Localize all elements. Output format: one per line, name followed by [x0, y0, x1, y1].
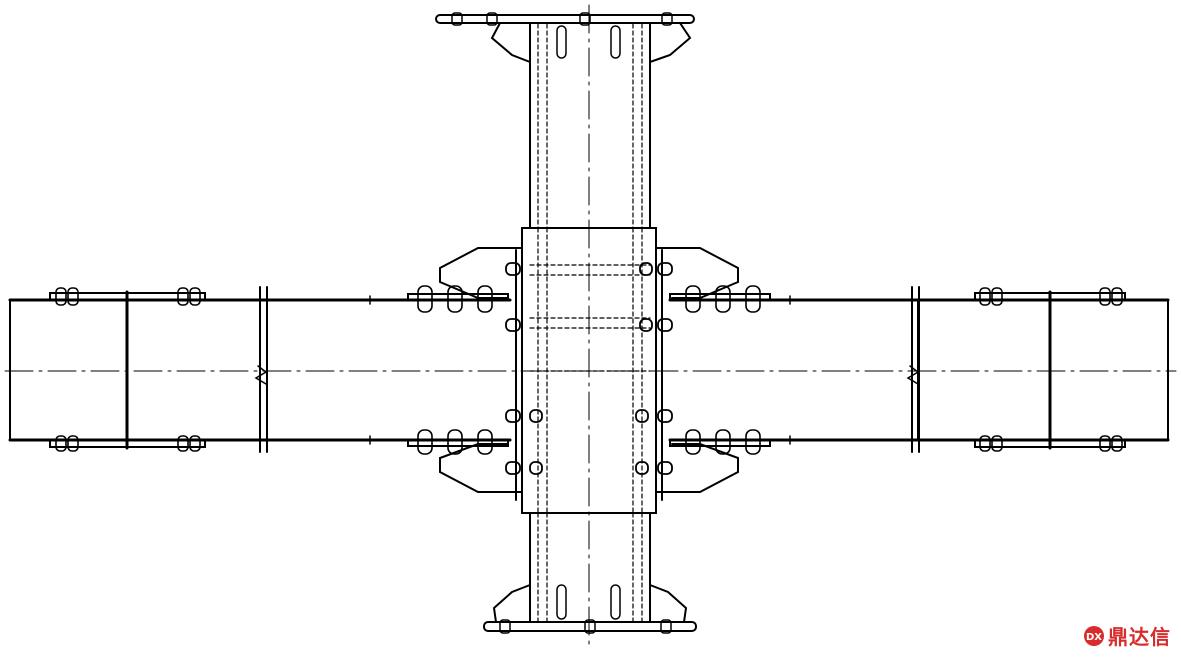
column-top-hidden: [537, 23, 643, 229]
column-bottom: [483, 512, 697, 634]
watermark-text: 鼎达信: [1108, 625, 1171, 649]
svg-text:DX: DX: [1086, 632, 1102, 643]
column-bottom-hidden: [537, 512, 643, 623]
flange-markers: [369, 295, 791, 445]
central-panel-hidden: [529, 227, 651, 514]
panel-bolts: [505, 262, 673, 475]
brand-logo-icon: DX: [1084, 625, 1104, 646]
watermark: DX 鼎达信: [1083, 621, 1171, 650]
left-beam-bolts: [55, 285, 493, 455]
center-lines: [4, 4, 1177, 649]
column-top: [435, 12, 695, 229]
central-panel: [439, 227, 739, 514]
right-beam-bolts: [685, 285, 1123, 455]
left-beam: [8, 286, 512, 453]
right-beam: [668, 286, 1170, 453]
